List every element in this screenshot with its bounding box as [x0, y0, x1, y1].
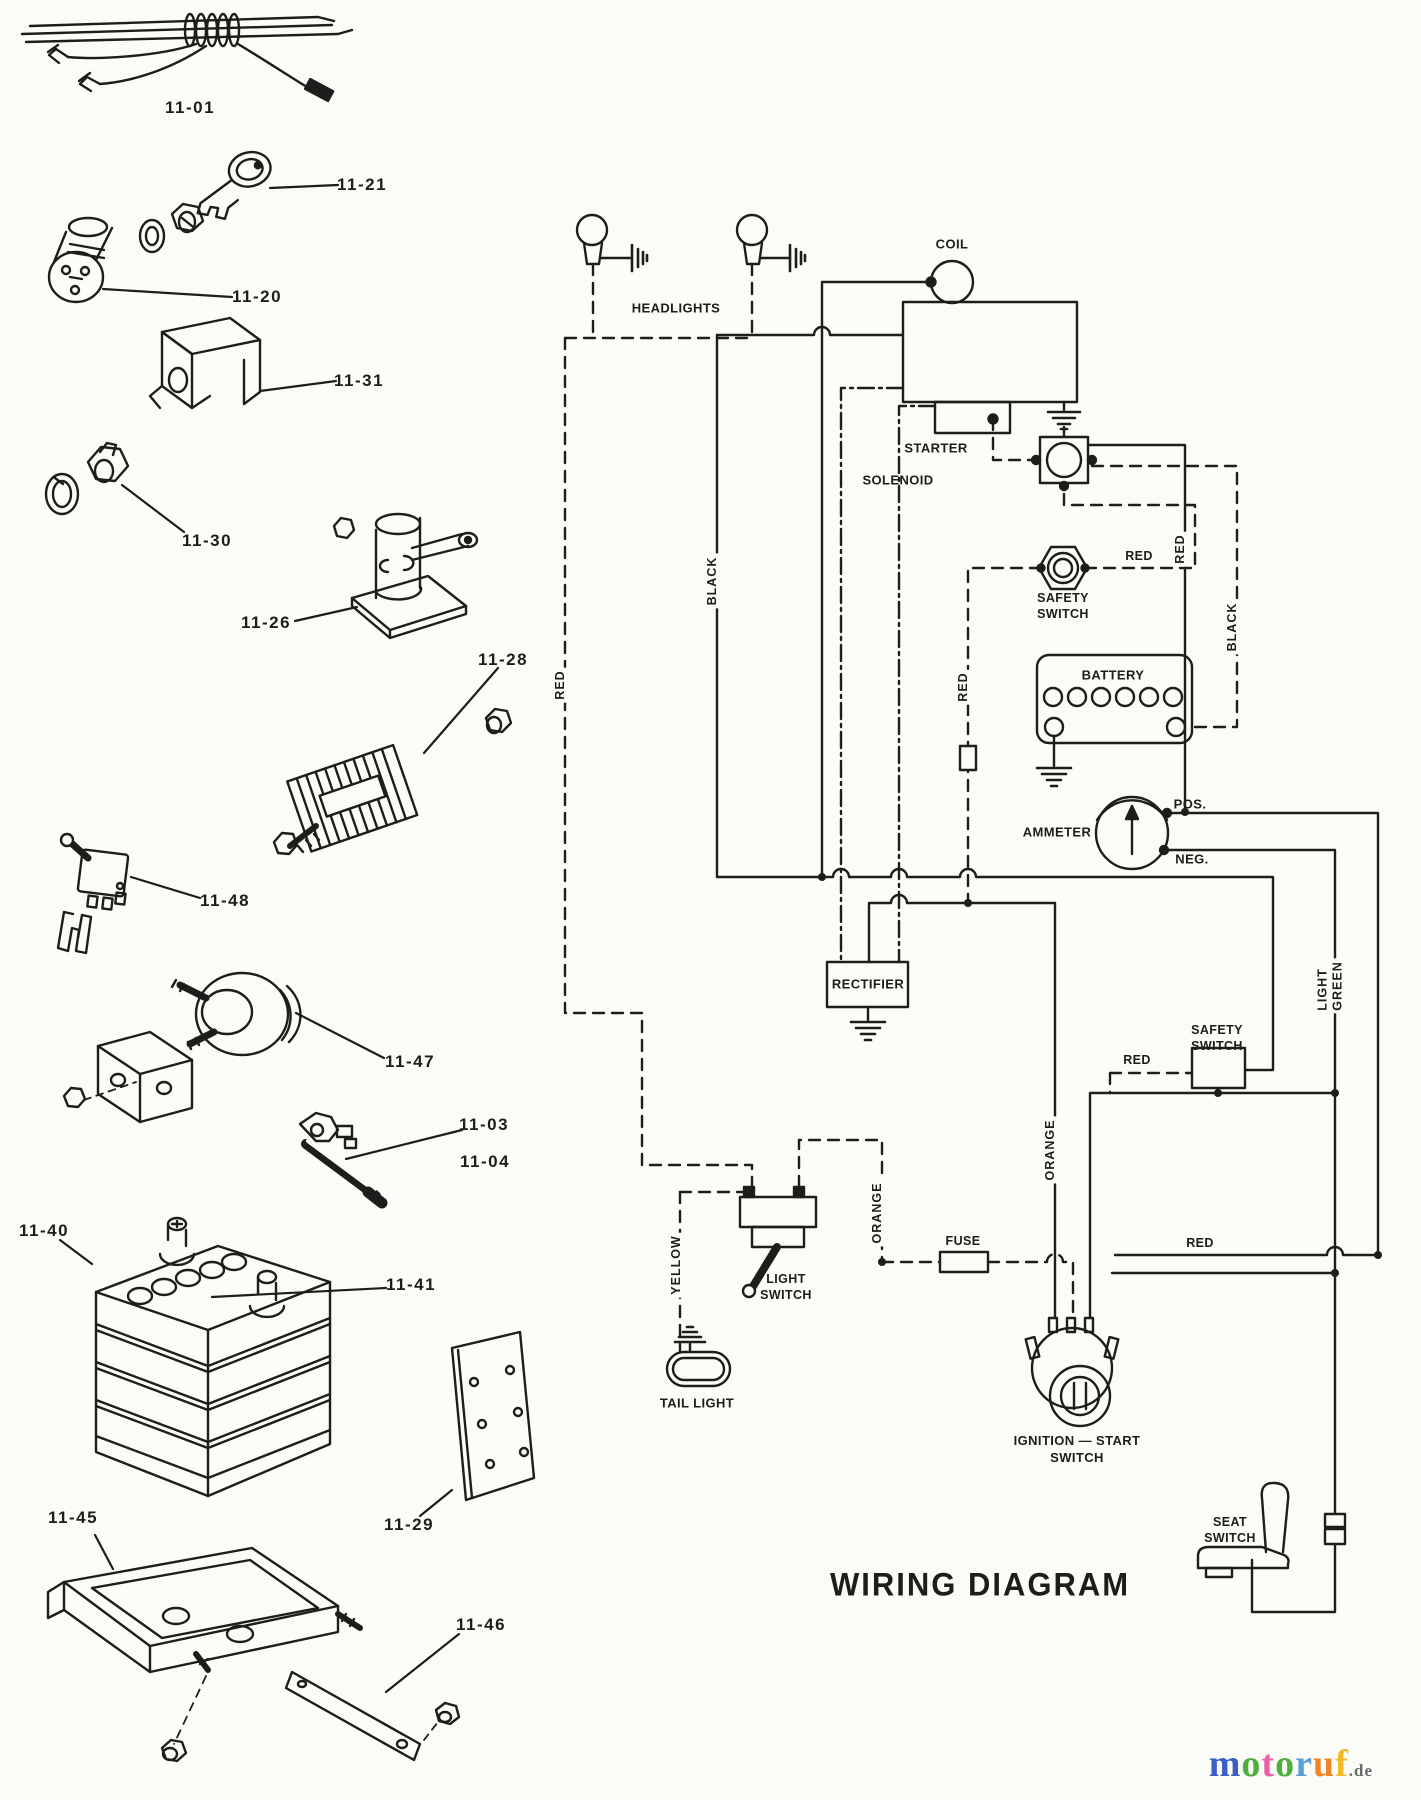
part-drawing-resistor-11-28	[272, 707, 513, 856]
part-label-11-20: 11-20	[231, 286, 283, 306]
solenoid-label: SOLENOID	[862, 472, 934, 488]
brand-letter: o	[1241, 1743, 1262, 1785]
ammeter-neg-label: NEG.	[1175, 851, 1209, 867]
brand-letter: m	[1208, 1743, 1242, 1785]
safety-switch-2-symbol	[1190, 1046, 1247, 1090]
motoruf-logo: motoruf.de	[1209, 1742, 1373, 1786]
part-label-11-26: 11-26	[240, 612, 292, 632]
part-drawing-strap-11-46	[284, 1670, 461, 1762]
tail-light-symbol	[665, 1350, 732, 1388]
brand-letter: r	[1295, 1743, 1313, 1785]
wire-black-label-battery: BLACK	[1225, 599, 1239, 655]
ammeter-symbol	[1094, 795, 1173, 871]
battery-label: BATTERY	[1081, 667, 1145, 683]
headlight-bulb-icon	[575, 213, 769, 266]
part-label-11-30: 11-30	[181, 530, 233, 550]
part-drawing-nut-washer-11-30	[44, 441, 130, 516]
brand-letter: t	[1261, 1743, 1276, 1785]
junction-dots	[818, 808, 1382, 1277]
starter-box	[933, 400, 1012, 435]
wire-black-label-left: BLACK	[705, 553, 719, 609]
part-label-11-48: 11-48	[199, 890, 251, 910]
ignition-switch-symbol	[1024, 1316, 1120, 1428]
part-drawing-harness-11-01	[20, 12, 354, 103]
light-switch-label: LIGHT SWITCH	[760, 1271, 812, 1302]
part-drawing-toggle-switch-11-48	[59, 832, 130, 911]
part-label-11-01: 11-01	[164, 97, 216, 117]
part-drawing-tray-11-45	[46, 1546, 363, 1763]
wire-connector-icon	[958, 744, 1347, 1546]
brand-letter: o	[1275, 1743, 1296, 1785]
part-drawing-plate-11-29	[450, 1330, 536, 1502]
safety-switch-1-symbol	[1036, 545, 1090, 591]
part-drawing-mount-11-26	[332, 512, 479, 640]
safety-switch-1-label: SAFETY SWITCH	[1037, 590, 1089, 621]
part-label-11-29: 11-29	[383, 1514, 435, 1534]
wire-orange-label-lightswitch: ORANGE	[870, 1179, 884, 1247]
part-label-11-21: 11-21	[336, 174, 388, 194]
rectifier-box	[825, 960, 910, 1009]
leader-lines	[58, 183, 500, 1694]
starter-label: STARTER	[904, 440, 968, 456]
battery-symbol	[1035, 653, 1194, 745]
part-label-11-41: 11-41	[385, 1274, 437, 1294]
part-drawing-bracket-11-31	[148, 316, 262, 410]
wire-yellow-label: YELLOW	[669, 1232, 683, 1298]
seat-switch-symbol	[1196, 1481, 1290, 1579]
fuse-label: FUSE	[945, 1233, 981, 1248]
part-label-11-31: 11-31	[333, 370, 385, 390]
wire-red-label-solenoid: RED	[1123, 546, 1155, 566]
ground-icon	[630, 243, 1082, 1344]
wire-red-label-headlight: RED	[553, 667, 567, 703]
wire-light-green-word2: GREEN	[1330, 961, 1345, 1011]
rectifier-label: RECTIFIER	[831, 976, 905, 994]
brand-letter: f	[1335, 1743, 1349, 1785]
ammeter-pos-label: POS.	[1173, 796, 1207, 812]
brand-letters: motoruf	[1209, 1743, 1349, 1785]
wire-light-green-word1: LIGHT	[1315, 968, 1330, 1011]
coil-symbol	[925, 259, 975, 305]
light-switch-symbol	[738, 1185, 818, 1299]
brand-letter: u	[1312, 1743, 1336, 1785]
dash-dot-wires	[839, 386, 937, 964]
safety-switch-2-label: SAFETY SWITCH	[1191, 1022, 1243, 1053]
part-label-11-47: 11-47	[384, 1051, 436, 1071]
fuse-symbol	[938, 1250, 990, 1274]
wire-red-label-safety: RED	[956, 669, 970, 705]
ignition-switch-label: IGNITION — START SWITCH	[1013, 1433, 1141, 1465]
part-drawing-terminal-11-03-04	[298, 1111, 388, 1209]
part-drawing-battery-11-40	[94, 1216, 332, 1498]
part-drawing-key-11-21	[196, 150, 272, 220]
ammeter-label: AMMETER	[1022, 824, 1092, 840]
wire-red-label-ignition: RED	[1186, 1235, 1214, 1250]
dashed-wires	[563, 262, 1239, 1354]
solenoid-symbol	[1030, 435, 1098, 492]
part-drawing-clip	[56, 910, 93, 955]
part-label-11-04: 11-04	[459, 1151, 511, 1171]
part-label-11-40: 11-40	[18, 1220, 70, 1240]
coil-label: COIL	[935, 236, 969, 252]
part-label-11-28: 11-28	[477, 649, 529, 669]
wire-light-green-label: LIGHT GREEN	[1314, 958, 1346, 1014]
wire-red-label-safety2: RED	[1123, 1052, 1151, 1067]
part-label-11-45: 11-45	[47, 1507, 99, 1527]
tail-light-label: TAIL LIGHT	[659, 1395, 735, 1411]
part-drawing-sender-11-47	[170, 971, 302, 1057]
part-label-11-03: 11-03	[458, 1114, 510, 1134]
part-label-11-46: 11-46	[455, 1614, 507, 1634]
wire-orange-label-ignition: ORANGE	[1043, 1116, 1057, 1184]
headlights-label: HEADLIGHTS	[631, 300, 721, 316]
brand-tld: .de	[1348, 1761, 1373, 1780]
wire-red-label-right: RED	[1173, 531, 1187, 567]
part-drawing-sender-bracket	[62, 1030, 194, 1124]
seat-switch-label: SEAT SWITCH	[1204, 1514, 1256, 1545]
page-title: WIRING DIAGRAM	[829, 1565, 1131, 1603]
part-drawing-ignition-switch-11-20	[47, 202, 205, 304]
engine-block-box	[901, 300, 1079, 404]
